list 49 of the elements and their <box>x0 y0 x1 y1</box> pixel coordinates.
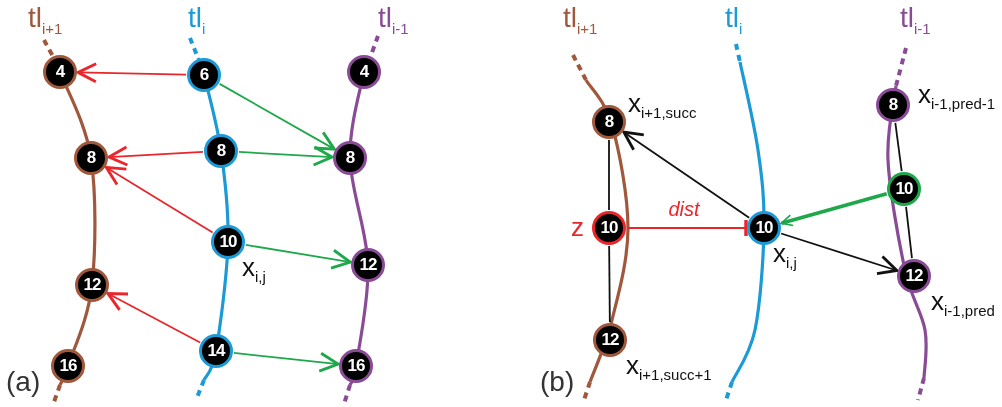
measure-line <box>626 218 748 238</box>
panel-label: (b) <box>540 368 575 396</box>
arrow <box>244 244 352 270</box>
number-circle: 10 <box>211 225 245 259</box>
number-circle: 12 <box>351 248 385 282</box>
timeline-label: tl$_{i}$ <box>188 4 206 36</box>
panel-label: (a) <box>6 368 41 396</box>
arrow <box>76 62 187 84</box>
number-circle: 6 <box>187 58 221 92</box>
arrow <box>238 145 334 167</box>
arrow <box>780 192 888 227</box>
number-circle: 16 <box>51 349 85 383</box>
timeline-label: tl$_{i+1}$ <box>28 4 63 36</box>
number-circle: 12 <box>75 268 109 302</box>
arrow <box>104 165 214 234</box>
connector-line <box>905 206 913 259</box>
timeline-label: tl$_{i-1}$ <box>900 4 931 36</box>
number-circle: 8 <box>876 88 910 122</box>
number-circle: 4 <box>347 55 381 89</box>
number-circle: 8 <box>74 141 108 175</box>
arrow <box>780 232 899 276</box>
node-caption: z <box>571 214 584 240</box>
arrow <box>218 83 336 151</box>
number-circle: 10 <box>592 211 626 245</box>
number-circle: 10 <box>887 172 921 206</box>
timeline-label: tl$_{i+1}$ <box>563 4 598 36</box>
node-caption: x$_{i-1,pred-1}$ <box>918 81 996 112</box>
number-circle: 8 <box>333 141 367 175</box>
number-circle: 8 <box>204 134 238 168</box>
arrow <box>622 130 751 219</box>
connector-line <box>608 245 611 323</box>
node-caption: x$_{i+1,succ}$ <box>628 90 697 121</box>
timeline-label: tl$_{i-1}$ <box>378 4 409 36</box>
node-caption: x$_{i,j}$ <box>242 254 266 285</box>
arrow <box>106 292 201 344</box>
node-caption: x$_{i+1,succ+1}$ <box>626 352 712 383</box>
connector-line <box>608 139 610 211</box>
number-circle: 12 <box>897 259 931 293</box>
connector-line <box>894 121 903 173</box>
node-caption: x$_{i-1,pred}$ <box>931 288 995 319</box>
number-circle: 12 <box>593 323 627 357</box>
arrow <box>107 145 204 167</box>
number-circle: 10 <box>747 211 781 245</box>
number-circle: 8 <box>592 105 626 139</box>
arrow <box>233 351 340 373</box>
number-circle: 4 <box>43 55 77 89</box>
timeline-label: tl$_{i}$ <box>725 4 743 36</box>
number-circle: 14 <box>199 334 233 368</box>
number-circle: 16 <box>339 349 373 383</box>
